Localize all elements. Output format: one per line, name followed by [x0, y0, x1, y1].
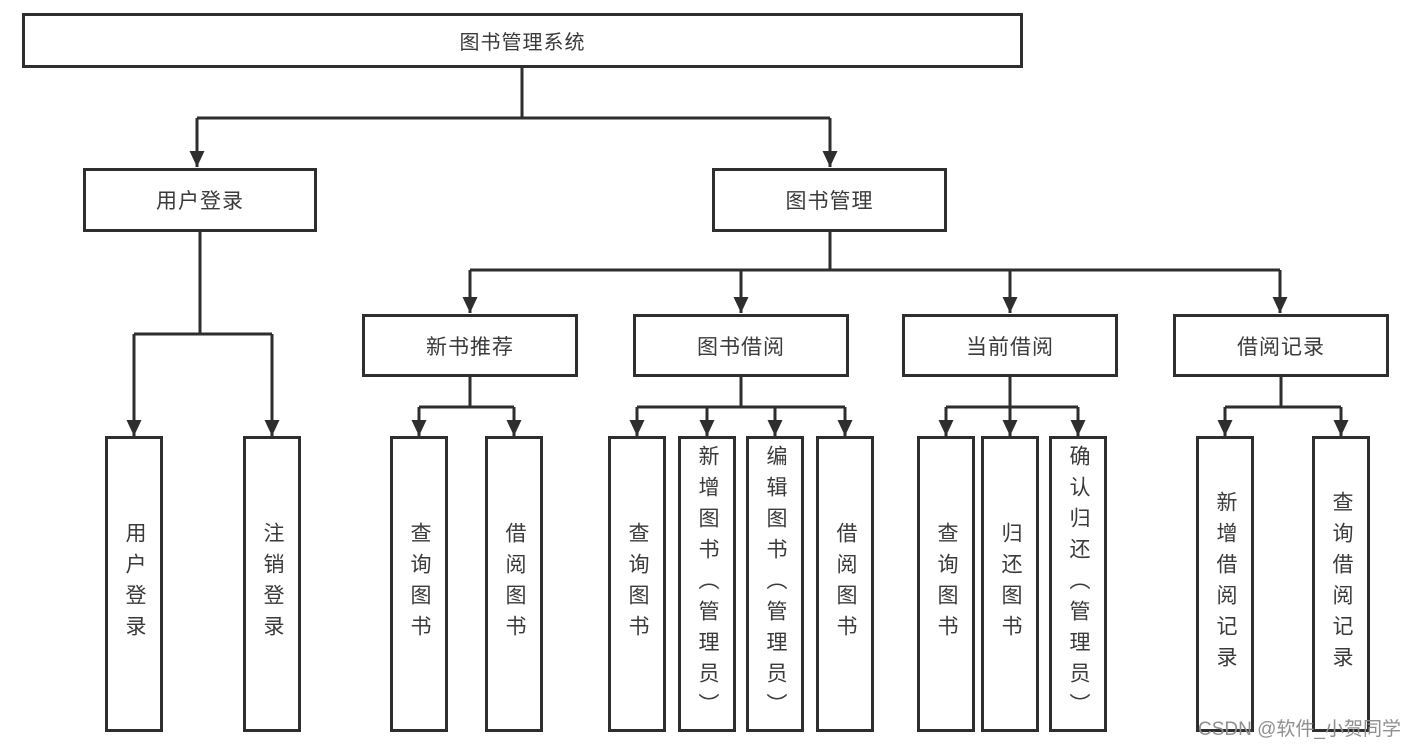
leaf-add-books-admin: 新增图书（管理员）: [678, 436, 736, 732]
node-current-borrow: 当前借阅: [902, 314, 1118, 377]
leaf-query-books-borrow: 查询图书: [608, 436, 666, 732]
leaf-query-borrow-record: 查询借阅记录: [1312, 436, 1370, 732]
node-book-management: 图书管理: [712, 168, 947, 232]
leaf-confirm-return-admin: 确认归还（管理员）: [1049, 436, 1107, 732]
node-new-book-recommend: 新书推荐: [362, 314, 578, 377]
leaf-add-borrow-record: 新增借阅记录: [1196, 436, 1254, 732]
node-book-borrow: 图书借阅: [633, 314, 849, 377]
node-borrow-records: 借阅记录: [1173, 314, 1389, 377]
node-user-login: 用户登录: [83, 168, 317, 232]
leaf-query-books-recommend: 查询图书: [390, 436, 448, 732]
leaf-borrow-books-recommend: 借阅图书: [485, 436, 543, 732]
leaf-edit-books-admin: 编辑图书（管理员）: [746, 436, 804, 732]
leaf-query-books-current: 查询图书: [917, 436, 975, 732]
node-library-management-system: 图书管理系统: [22, 13, 1023, 68]
leaf-user-login: 用户登录: [105, 436, 163, 732]
leaf-logout: 注销登录: [243, 436, 301, 732]
leaf-return-books: 归还图书: [981, 436, 1039, 732]
leaf-borrow-books: 借阅图书: [816, 436, 874, 732]
csdn-watermark: CSDN @软件_小贺同学: [1198, 719, 1401, 740]
